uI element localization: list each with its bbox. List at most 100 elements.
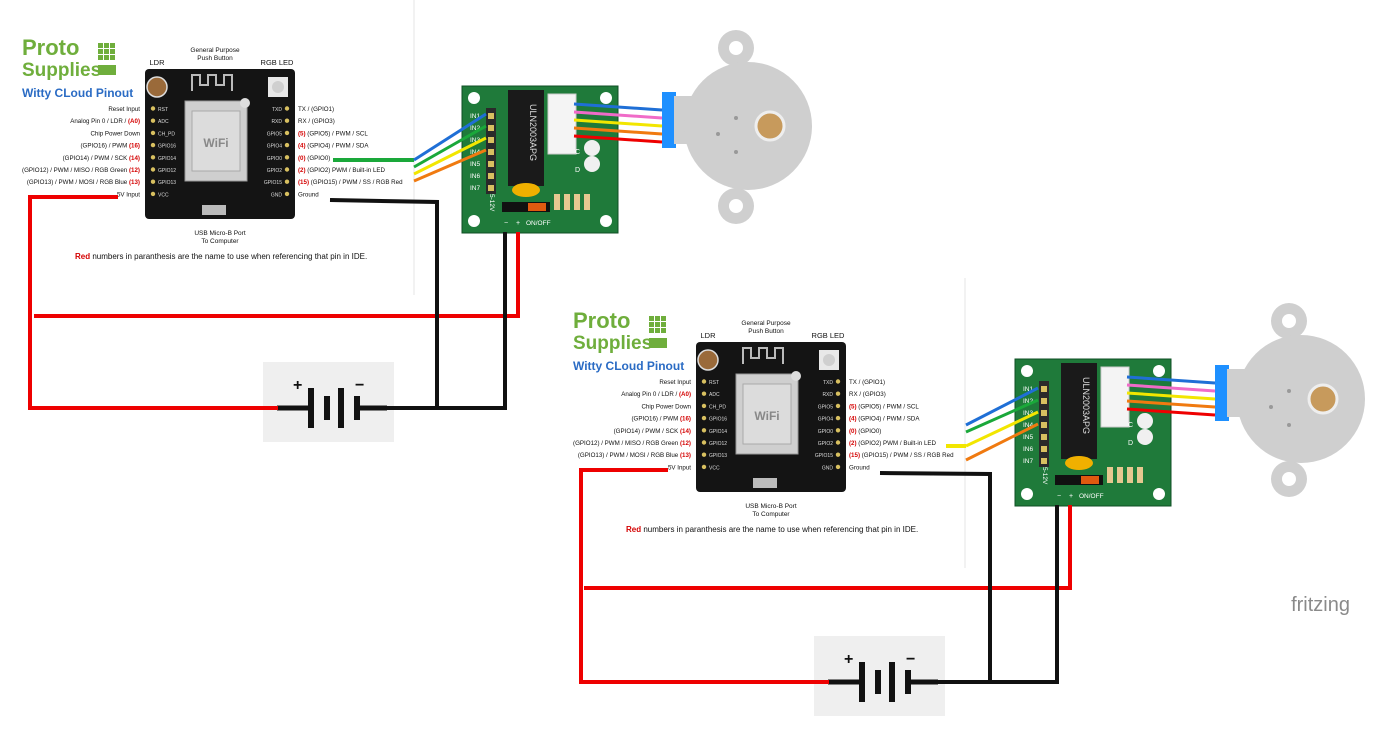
motor-body bbox=[684, 62, 812, 190]
board-pin-label-left: CH_PD bbox=[158, 131, 175, 137]
motor-wire-red bbox=[573, 134, 663, 144]
left-pin-name: (GPIO16) / PWM bbox=[632, 416, 680, 423]
pinout-title: Witty CLoud Pinout bbox=[22, 86, 133, 100]
resistor bbox=[1127, 467, 1133, 483]
usb-label-2: To Computer bbox=[752, 511, 790, 518]
battery: +− bbox=[814, 636, 945, 716]
board-pin-label-right: GPIO5 bbox=[818, 404, 834, 410]
left-pin-name: Chip Power Down bbox=[90, 130, 140, 137]
board-pin-label-left: ADC bbox=[158, 119, 169, 125]
left-pin-label: Chip Power Down bbox=[641, 403, 691, 410]
brand-grid-square bbox=[98, 43, 103, 48]
board-pin-left bbox=[150, 106, 156, 111]
left-pin-label: Reset Input bbox=[659, 379, 691, 386]
ldr-sensor bbox=[146, 76, 168, 98]
left-pin-label: Analog Pin 0 / LDR / (A0) bbox=[621, 391, 691, 398]
brand-logo-bottom: Supplies bbox=[573, 333, 652, 354]
input-pin bbox=[488, 137, 494, 143]
resistor bbox=[584, 194, 590, 210]
left-pin-label: 5V Input bbox=[117, 191, 140, 198]
right-pin-label: RX / (GPIO3) bbox=[298, 118, 335, 125]
board-pin-right bbox=[835, 428, 841, 433]
left-pin-number: (13) bbox=[680, 452, 691, 459]
led-c-label: C bbox=[575, 149, 580, 156]
resistor bbox=[574, 194, 580, 210]
motor-hole-bottom bbox=[729, 199, 743, 213]
mounting-hole bbox=[600, 92, 612, 104]
left-pin-name: Reset Input bbox=[108, 106, 140, 113]
led-d bbox=[584, 156, 600, 172]
left-pin-label: (GPIO12) / PWM / MISO / RGB Green (12) bbox=[573, 440, 691, 447]
motor-wire-red bbox=[1126, 407, 1216, 417]
left-pin-number: (14) bbox=[129, 155, 140, 162]
battery-plus-label: + bbox=[293, 377, 302, 394]
board-pin-label-right: RXD bbox=[822, 392, 833, 398]
right-pin-label: (4) (GPIO4) / PWM / SDA bbox=[849, 416, 920, 423]
rgb-led-lens bbox=[823, 354, 835, 366]
board-pin-label-right: TXD bbox=[823, 380, 833, 386]
fritzing-watermark: fritzing bbox=[1291, 594, 1350, 616]
left-pin-name: Reset Input bbox=[659, 379, 691, 386]
right-pin-label: (0) (GPIO0) bbox=[849, 428, 881, 435]
right-pin-label: TX / (GPIO1) bbox=[849, 379, 885, 386]
wifi-antenna-trace bbox=[191, 74, 233, 91]
motor-rivet bbox=[734, 116, 738, 120]
push-button bbox=[240, 98, 250, 108]
input-pin bbox=[1041, 422, 1047, 428]
left-pin-name: 5V Input bbox=[117, 191, 140, 198]
motor-body bbox=[1237, 335, 1365, 463]
input-pin-label: IN1 bbox=[470, 113, 481, 120]
board-pin-right bbox=[835, 379, 841, 384]
motor-wire-housing bbox=[662, 92, 676, 148]
motor-wire-housing bbox=[1215, 365, 1229, 421]
input-pin bbox=[488, 113, 494, 119]
motor-hole-top bbox=[729, 41, 743, 55]
push-button bbox=[791, 371, 801, 381]
board-pin-right bbox=[284, 118, 290, 123]
capacitor bbox=[512, 183, 540, 197]
mounting-hole bbox=[600, 215, 612, 227]
ldr-label: LDR bbox=[149, 58, 165, 67]
motor-rivet bbox=[1287, 389, 1291, 393]
red-wire bbox=[28, 195, 278, 410]
right-pin-number: (4) bbox=[849, 416, 857, 423]
wifi-logo: WiFi bbox=[203, 136, 228, 150]
board-pin-label-right: GPIO15 bbox=[815, 453, 833, 459]
input-pin bbox=[488, 173, 494, 179]
input-pin-label: IN1 bbox=[1023, 386, 1034, 393]
board-pin-right bbox=[284, 142, 290, 148]
right-pin-number: (0) bbox=[298, 155, 306, 162]
right-pin-name: (GPIO2) PWM / Built-in LED bbox=[857, 440, 937, 447]
mounting-hole bbox=[1153, 488, 1165, 500]
right-pin-label: (5) (GPIO5) / PWM / SCL bbox=[849, 403, 919, 410]
input-pin-label: IN4 bbox=[470, 149, 481, 156]
right-pin-name: (GPIO0) bbox=[306, 155, 331, 162]
board-pin-right bbox=[835, 440, 841, 445]
led-c bbox=[584, 140, 600, 156]
brand-grid-square bbox=[649, 316, 654, 321]
board-pin-label-right: TXD bbox=[272, 107, 282, 113]
board-pin-label-left: GPIO12 bbox=[709, 441, 727, 447]
right-pin-name: TX / (GPIO1) bbox=[849, 379, 885, 386]
stepper-motor bbox=[1215, 303, 1365, 497]
right-pin-number: (15) bbox=[849, 452, 860, 459]
input-pin bbox=[1041, 434, 1047, 440]
board-pin-left bbox=[701, 464, 707, 470]
chip-label: ULN2003APG bbox=[1081, 377, 1091, 434]
right-pin-name: (GPIO15) / PWM / SS / RGB Red bbox=[860, 452, 954, 459]
motor-rivet bbox=[1287, 423, 1291, 427]
brand-grid-square bbox=[655, 328, 660, 333]
right-pin-label: (4) (GPIO4) / PWM / SDA bbox=[298, 143, 369, 150]
mounting-hole bbox=[468, 92, 480, 104]
board-pin-label-left: GPIO14 bbox=[158, 156, 176, 162]
brand-grid-square bbox=[661, 316, 666, 321]
brand-grid-square bbox=[655, 316, 660, 321]
input-pin-label: IN7 bbox=[470, 185, 481, 192]
input-pin-label: IN6 bbox=[1023, 446, 1034, 453]
left-pin-name: (GPIO12) / PWM / MISO / RGB Green bbox=[22, 167, 129, 174]
board-pin-label-right: GPIO0 bbox=[818, 429, 834, 435]
motor-wire-orange bbox=[573, 126, 663, 136]
led-c-label: C bbox=[1128, 422, 1133, 429]
board-pin-label-right: GPIO4 bbox=[267, 144, 283, 150]
